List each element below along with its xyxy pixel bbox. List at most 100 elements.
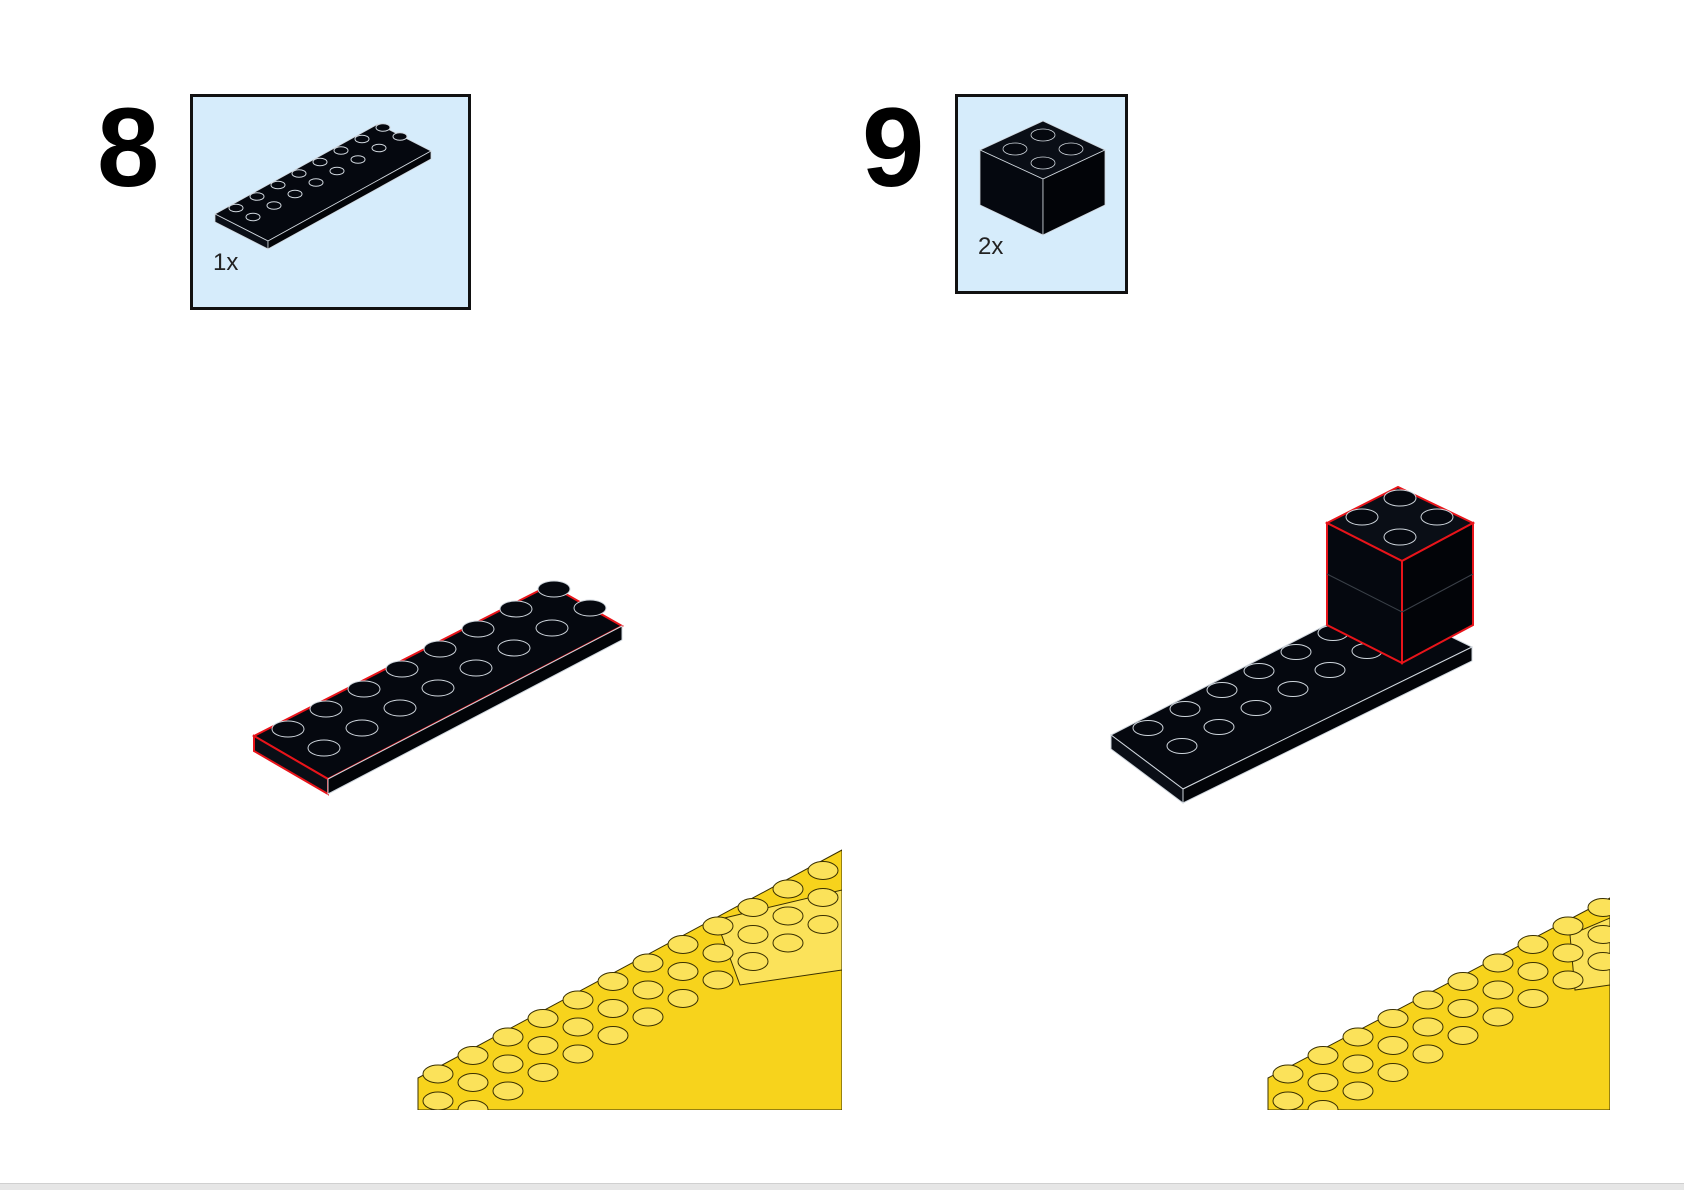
- base-hole: [772, 879, 804, 899]
- yellow-base-right: [1267, 897, 1610, 1110]
- base-hole: [807, 888, 839, 907]
- stud: [461, 620, 495, 638]
- base-hole: [422, 1064, 454, 1084]
- stud: [1166, 738, 1198, 754]
- base-hole: [1517, 962, 1549, 981]
- base-hole: [737, 898, 769, 917]
- base-hole: [1552, 916, 1584, 936]
- stud: [1132, 720, 1164, 736]
- stud: [249, 192, 265, 201]
- stud: [375, 123, 391, 132]
- base-hole: [562, 1044, 594, 1064]
- stud: [354, 134, 370, 144]
- plate-studs: [271, 580, 607, 757]
- stud: [1169, 701, 1201, 717]
- base-hole: [1342, 1054, 1374, 1074]
- stud: [421, 679, 455, 697]
- stud: [347, 680, 381, 698]
- plate-studs: [228, 123, 408, 222]
- stud: [333, 146, 349, 155]
- base-hole: [457, 1073, 489, 1092]
- base-hole: [1307, 1046, 1339, 1065]
- base-hole: [562, 990, 594, 1010]
- stud: [371, 143, 387, 153]
- base-hole: [807, 915, 839, 934]
- base-hole: [1412, 1017, 1444, 1037]
- base-hole: [423, 1119, 453, 1137]
- base-hole: [1377, 1036, 1409, 1055]
- base-hole: [1377, 1009, 1409, 1028]
- stud: [1206, 682, 1238, 698]
- base-hole: [1482, 953, 1514, 973]
- stud: [497, 639, 531, 657]
- step-9-assembly: [1110, 485, 1476, 804]
- stud: [287, 189, 303, 199]
- base-hole: [527, 1009, 559, 1028]
- stud: [459, 659, 493, 677]
- stud: [1280, 644, 1312, 660]
- base-hole: [632, 1007, 664, 1027]
- stud: [270, 180, 286, 190]
- base-hole: [1342, 1081, 1374, 1101]
- base-hole: [667, 962, 699, 981]
- stud: [383, 699, 417, 717]
- stud: [392, 132, 408, 141]
- base-hole: [1272, 1064, 1304, 1084]
- page-bottom-edge: [0, 1183, 1684, 1190]
- stud: [1314, 662, 1346, 678]
- base-hole: [1377, 1063, 1409, 1082]
- base-hole: [702, 970, 734, 990]
- base-hole: [1482, 980, 1514, 1000]
- base-hole: [772, 906, 804, 926]
- part-quantity: 2x: [978, 233, 1004, 260]
- stud: [308, 178, 324, 187]
- stud: [307, 739, 341, 757]
- stud: [1243, 663, 1275, 679]
- base-hole: [1517, 935, 1549, 954]
- base-hole: [1412, 990, 1444, 1010]
- base-hole: [737, 952, 769, 971]
- base-hole: [492, 1054, 524, 1074]
- base-hole: [1517, 989, 1549, 1008]
- stud: [573, 599, 607, 617]
- base-hole: [1552, 970, 1584, 990]
- base-hole: [1342, 1027, 1374, 1047]
- base-hole: [807, 861, 839, 880]
- step-8-new-plate: [251, 580, 625, 796]
- base-hole: [527, 1036, 559, 1055]
- stud: [499, 600, 533, 618]
- base-hole: [737, 925, 769, 944]
- base-hole: [632, 980, 664, 1000]
- base-hole: [597, 999, 629, 1018]
- base-hole: [1412, 1044, 1444, 1064]
- base-hole: [632, 953, 664, 973]
- base-hole: [772, 933, 804, 953]
- part-quantity: 1x: [213, 249, 239, 276]
- base-hole: [1587, 925, 1610, 944]
- stud: [345, 719, 379, 737]
- stud: [1240, 700, 1272, 716]
- base-hole: [1482, 1007, 1514, 1027]
- base-hole: [1307, 1100, 1339, 1110]
- base-hole: [1587, 952, 1610, 971]
- stud: [291, 169, 307, 178]
- step-9-new-bricks: [1324, 485, 1476, 665]
- stud: [309, 700, 343, 718]
- stud: [350, 155, 366, 164]
- base-hole: [492, 1027, 524, 1047]
- base-hole: [597, 1026, 629, 1045]
- step-number: 9: [862, 85, 925, 210]
- stud: [535, 619, 569, 637]
- parts-list-box: 2x: [955, 94, 1128, 294]
- stud: [228, 203, 244, 213]
- base-hole: [1272, 1091, 1304, 1110]
- base-hole: [457, 1100, 489, 1110]
- yellow-base-left: [417, 849, 842, 1137]
- base-hole: [667, 989, 699, 1008]
- base-hole: [1552, 943, 1584, 963]
- brick-2x2-icon: [979, 120, 1106, 236]
- base-hole: [667, 935, 699, 954]
- base-hole: [1587, 898, 1610, 917]
